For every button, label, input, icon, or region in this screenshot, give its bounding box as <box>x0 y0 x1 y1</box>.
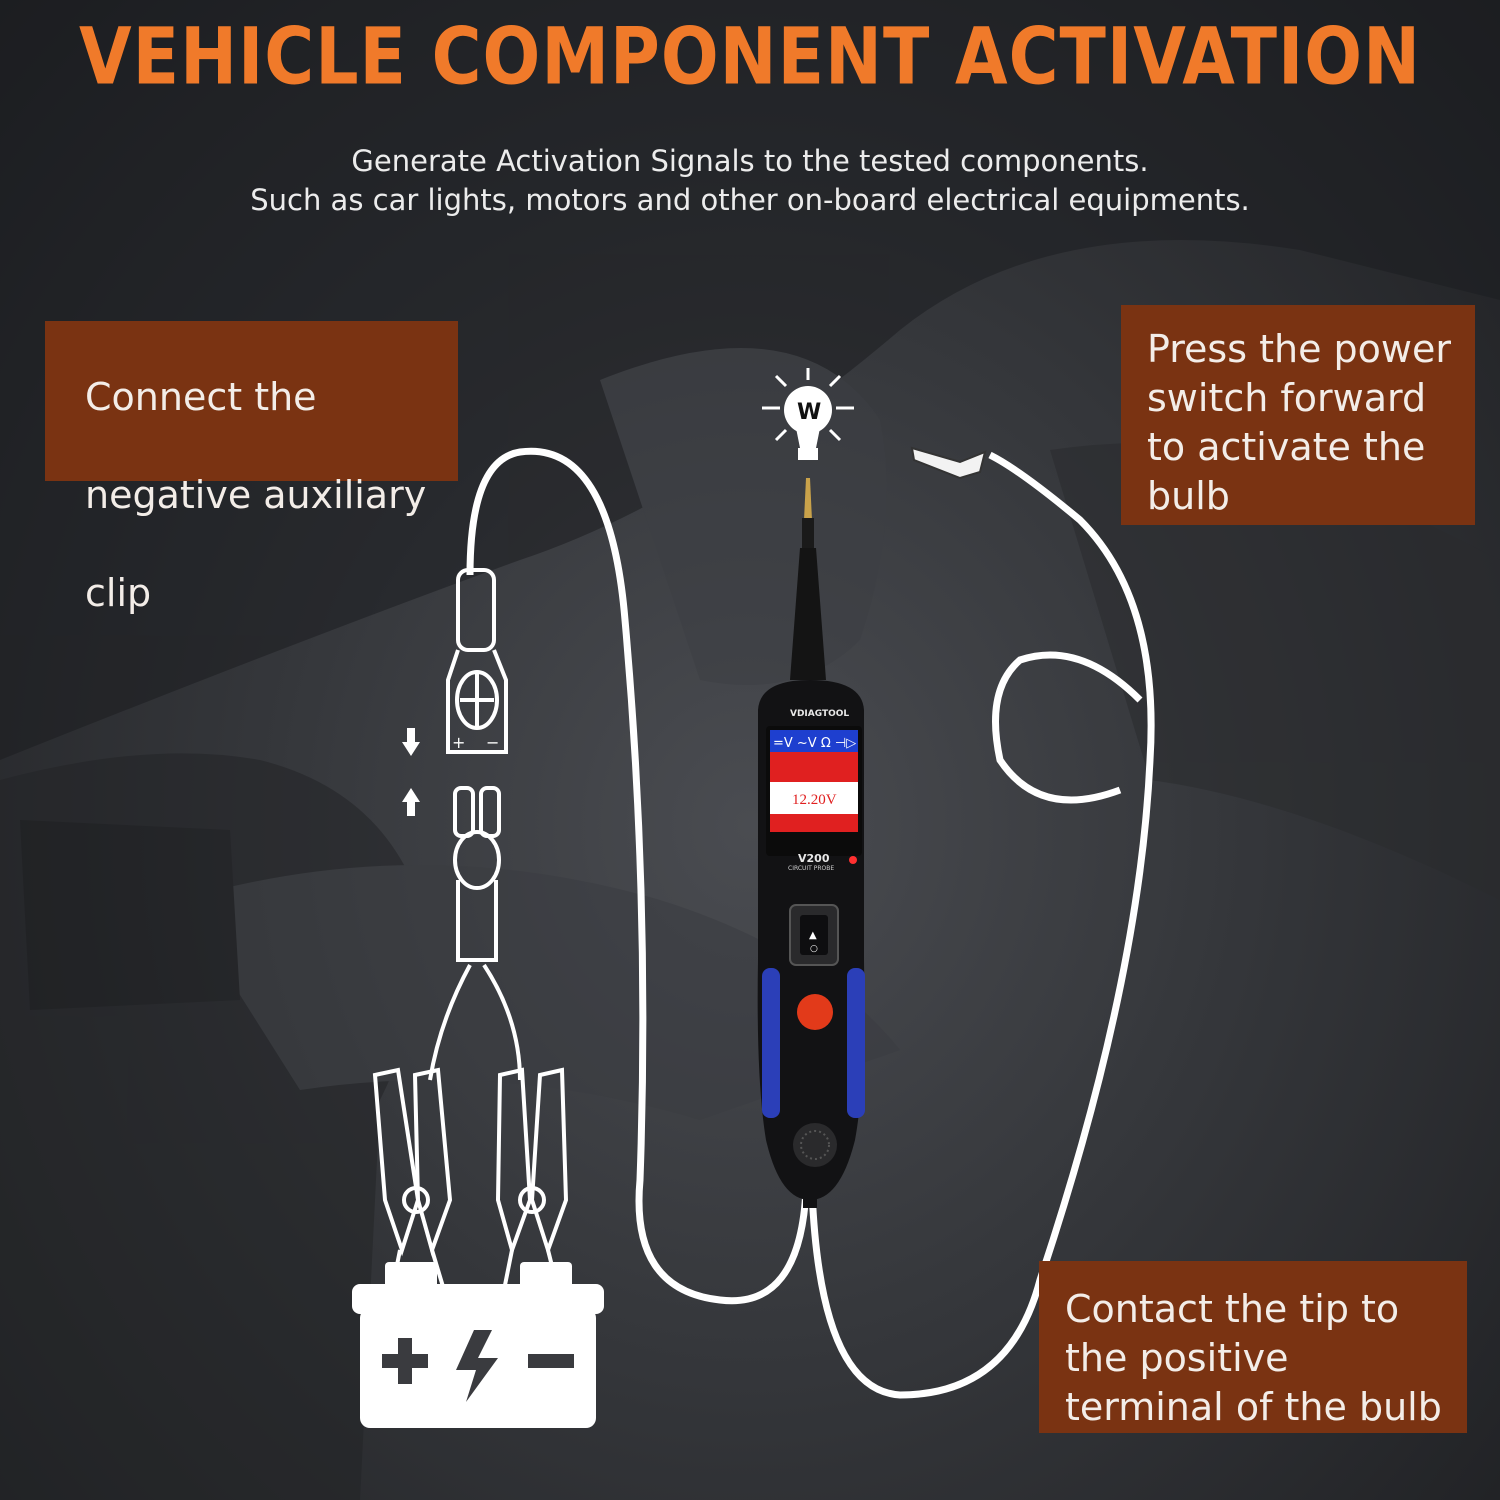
auxiliary-wire-loop <box>992 651 1143 804</box>
callout-line: Press the power <box>1147 327 1451 371</box>
plug-connector-icon: + − <box>446 568 508 754</box>
circuit-probe-device <box>757 478 865 1208</box>
ground-wire <box>466 447 810 1305</box>
socket-connector-icon <box>428 786 522 1081</box>
auxiliary-wire <box>808 451 1155 1399</box>
callout-line: the positive <box>1065 1336 1289 1380</box>
callout-line: terminal of the bulb <box>1065 1385 1442 1429</box>
device-screen-modes: =V ~V Ω ⊣▷ <box>773 736 856 751</box>
device-screen-reading: 12.20V <box>792 792 837 808</box>
arrow-up-icon <box>402 788 420 816</box>
negative-clamp-icon <box>372 1067 453 1291</box>
device-model: V200 <box>798 852 830 865</box>
callout-negative-clip: Connect the negative auxiliary clip <box>45 321 458 615</box>
auxiliary-clip-icon <box>910 446 987 480</box>
switch-arrows: ▲ <box>809 930 817 941</box>
bulb-letter: W <box>797 400 821 425</box>
callout-power-switch: Press the power switch forward to activa… <box>1121 305 1475 525</box>
subtitle-line-2: Such as car lights, motors and other on-… <box>250 183 1250 217</box>
lightbulb-icon <box>762 368 854 460</box>
battery-icon <box>352 1262 604 1428</box>
callout-line: negative auxiliary <box>85 473 427 517</box>
svg-text:−: − <box>486 733 499 752</box>
callout-line: to activate the <box>1147 425 1426 469</box>
subtitle-line-1: Generate Activation Signals to the teste… <box>351 144 1149 178</box>
page-subtitle: Generate Activation Signals to the teste… <box>0 142 1500 220</box>
callout-contact-tip: Contact the tip to the positive terminal… <box>1039 1261 1467 1433</box>
svg-text:+: + <box>452 733 465 752</box>
callout-line: Contact the tip to <box>1065 1287 1400 1331</box>
callout-line: bulb <box>1147 474 1230 518</box>
switch-dot: ○ <box>810 944 818 954</box>
positive-clamp-icon <box>495 1067 569 1291</box>
page-title: VEHICLE COMPONENT ACTIVATION <box>79 12 1421 103</box>
callout-line: clip <box>85 571 152 615</box>
arrow-down-icon <box>402 728 420 756</box>
device-brand: VDIAGTOOL <box>790 709 849 719</box>
callout-line: switch forward <box>1147 376 1427 420</box>
device-model-sub: CIRCUIT PROBE <box>788 865 834 872</box>
callout-line: Connect the <box>85 375 317 419</box>
